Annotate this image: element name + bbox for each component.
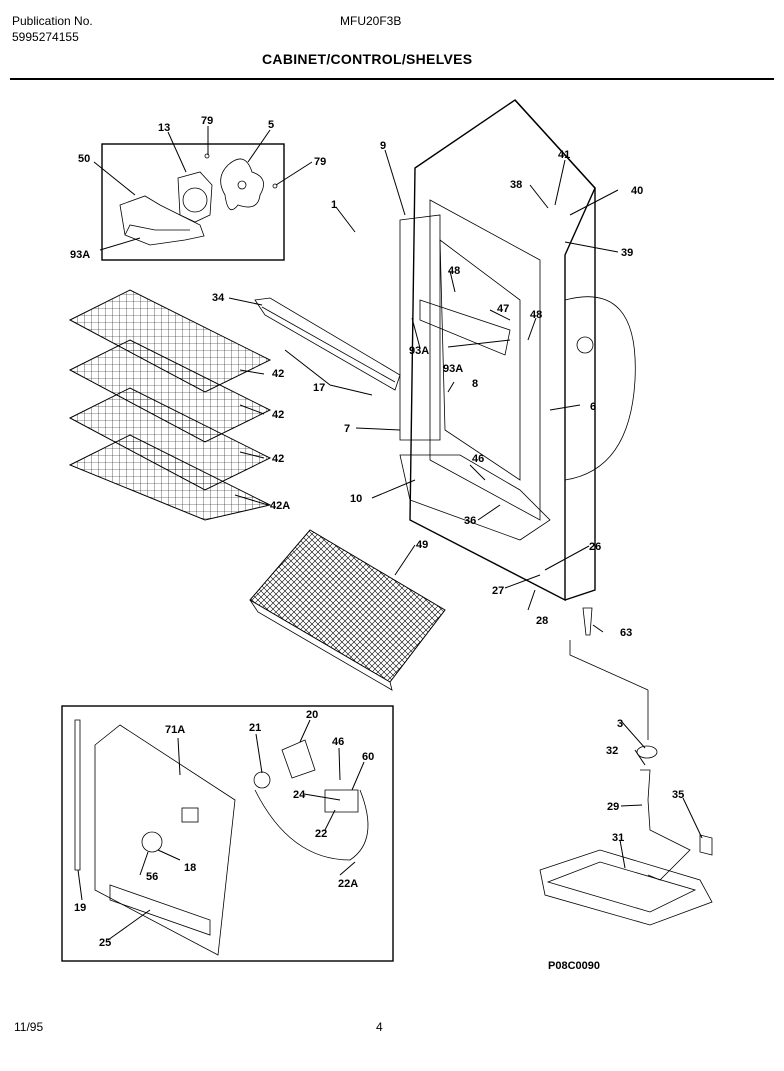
label-25: 25 [99, 937, 111, 949]
label-42a: 42 [272, 368, 284, 380]
shelf-rail [254, 297, 401, 391]
label-93A-c: 93A [443, 363, 463, 375]
label-28: 28 [536, 615, 548, 627]
label-9: 9 [380, 140, 386, 152]
label-56: 56 [146, 871, 158, 883]
label-93A-b: 93A [409, 345, 429, 357]
model-number: MFU20F3B [340, 14, 402, 28]
label-50: 50 [78, 153, 90, 165]
label-24: 24 [293, 789, 306, 801]
label-17: 17 [313, 382, 325, 394]
label-48a: 48 [448, 265, 460, 277]
label-20: 20 [306, 709, 318, 721]
label-19: 19 [74, 902, 86, 914]
footer-date: 11/95 [14, 1020, 44, 1034]
publication-number: 5995274155 [12, 30, 79, 44]
publication-label: Publication No. [12, 14, 93, 28]
control-inset [61, 705, 394, 962]
label-79b: 79 [314, 156, 326, 168]
label-79a: 79 [201, 115, 213, 127]
label-46a: 46 [472, 453, 484, 465]
label-42b: 42 [272, 409, 284, 421]
diagram-code: P08C0090 [548, 960, 600, 972]
label-41: 41 [558, 149, 570, 161]
label-63: 63 [620, 627, 632, 639]
label-1: 1 [331, 199, 337, 211]
label-27: 27 [492, 585, 504, 597]
label-93A-a: 93A [70, 249, 90, 261]
label-5: 5 [268, 119, 274, 131]
part-labels: 13 79 5 79 50 93A 9 1 34 17 7 10 48 93A … [70, 115, 684, 972]
label-40: 40 [631, 185, 643, 197]
label-35: 35 [672, 789, 684, 801]
label-34: 34 [212, 292, 225, 304]
page-title: CABINET/CONTROL/SHELVES [262, 51, 473, 67]
label-38: 38 [510, 179, 522, 191]
label-6: 6 [590, 401, 596, 413]
label-42A: 42A [270, 500, 290, 512]
label-22A: 22A [338, 878, 358, 890]
label-42c: 42 [272, 453, 284, 465]
label-18: 18 [184, 862, 196, 874]
label-8: 8 [472, 378, 478, 390]
bottom-basket [249, 529, 446, 691]
label-47: 47 [497, 303, 509, 315]
leader-lines [77, 126, 703, 941]
label-36: 36 [464, 515, 476, 527]
label-29: 29 [607, 801, 619, 813]
label-39: 39 [621, 247, 633, 259]
label-13: 13 [158, 122, 170, 134]
drain-assembly [539, 607, 713, 926]
label-32: 32 [606, 745, 618, 757]
label-26: 26 [589, 541, 601, 553]
label-21: 21 [249, 722, 261, 734]
page-number: 4 [376, 1020, 383, 1034]
label-31: 31 [612, 832, 624, 844]
label-60: 60 [362, 751, 374, 763]
label-7: 7 [344, 423, 350, 435]
header-rule [10, 78, 774, 80]
label-71A: 71A [165, 724, 185, 736]
label-49: 49 [416, 539, 428, 551]
fan-motor-inset [101, 143, 285, 261]
wire-shelves [68, 289, 272, 521]
label-48b: 48 [530, 309, 542, 321]
label-46b: 46 [332, 736, 344, 748]
label-3: 3 [617, 718, 623, 730]
label-10: 10 [350, 493, 362, 505]
label-22a: 22 [315, 828, 327, 840]
cabinet [399, 99, 636, 602]
